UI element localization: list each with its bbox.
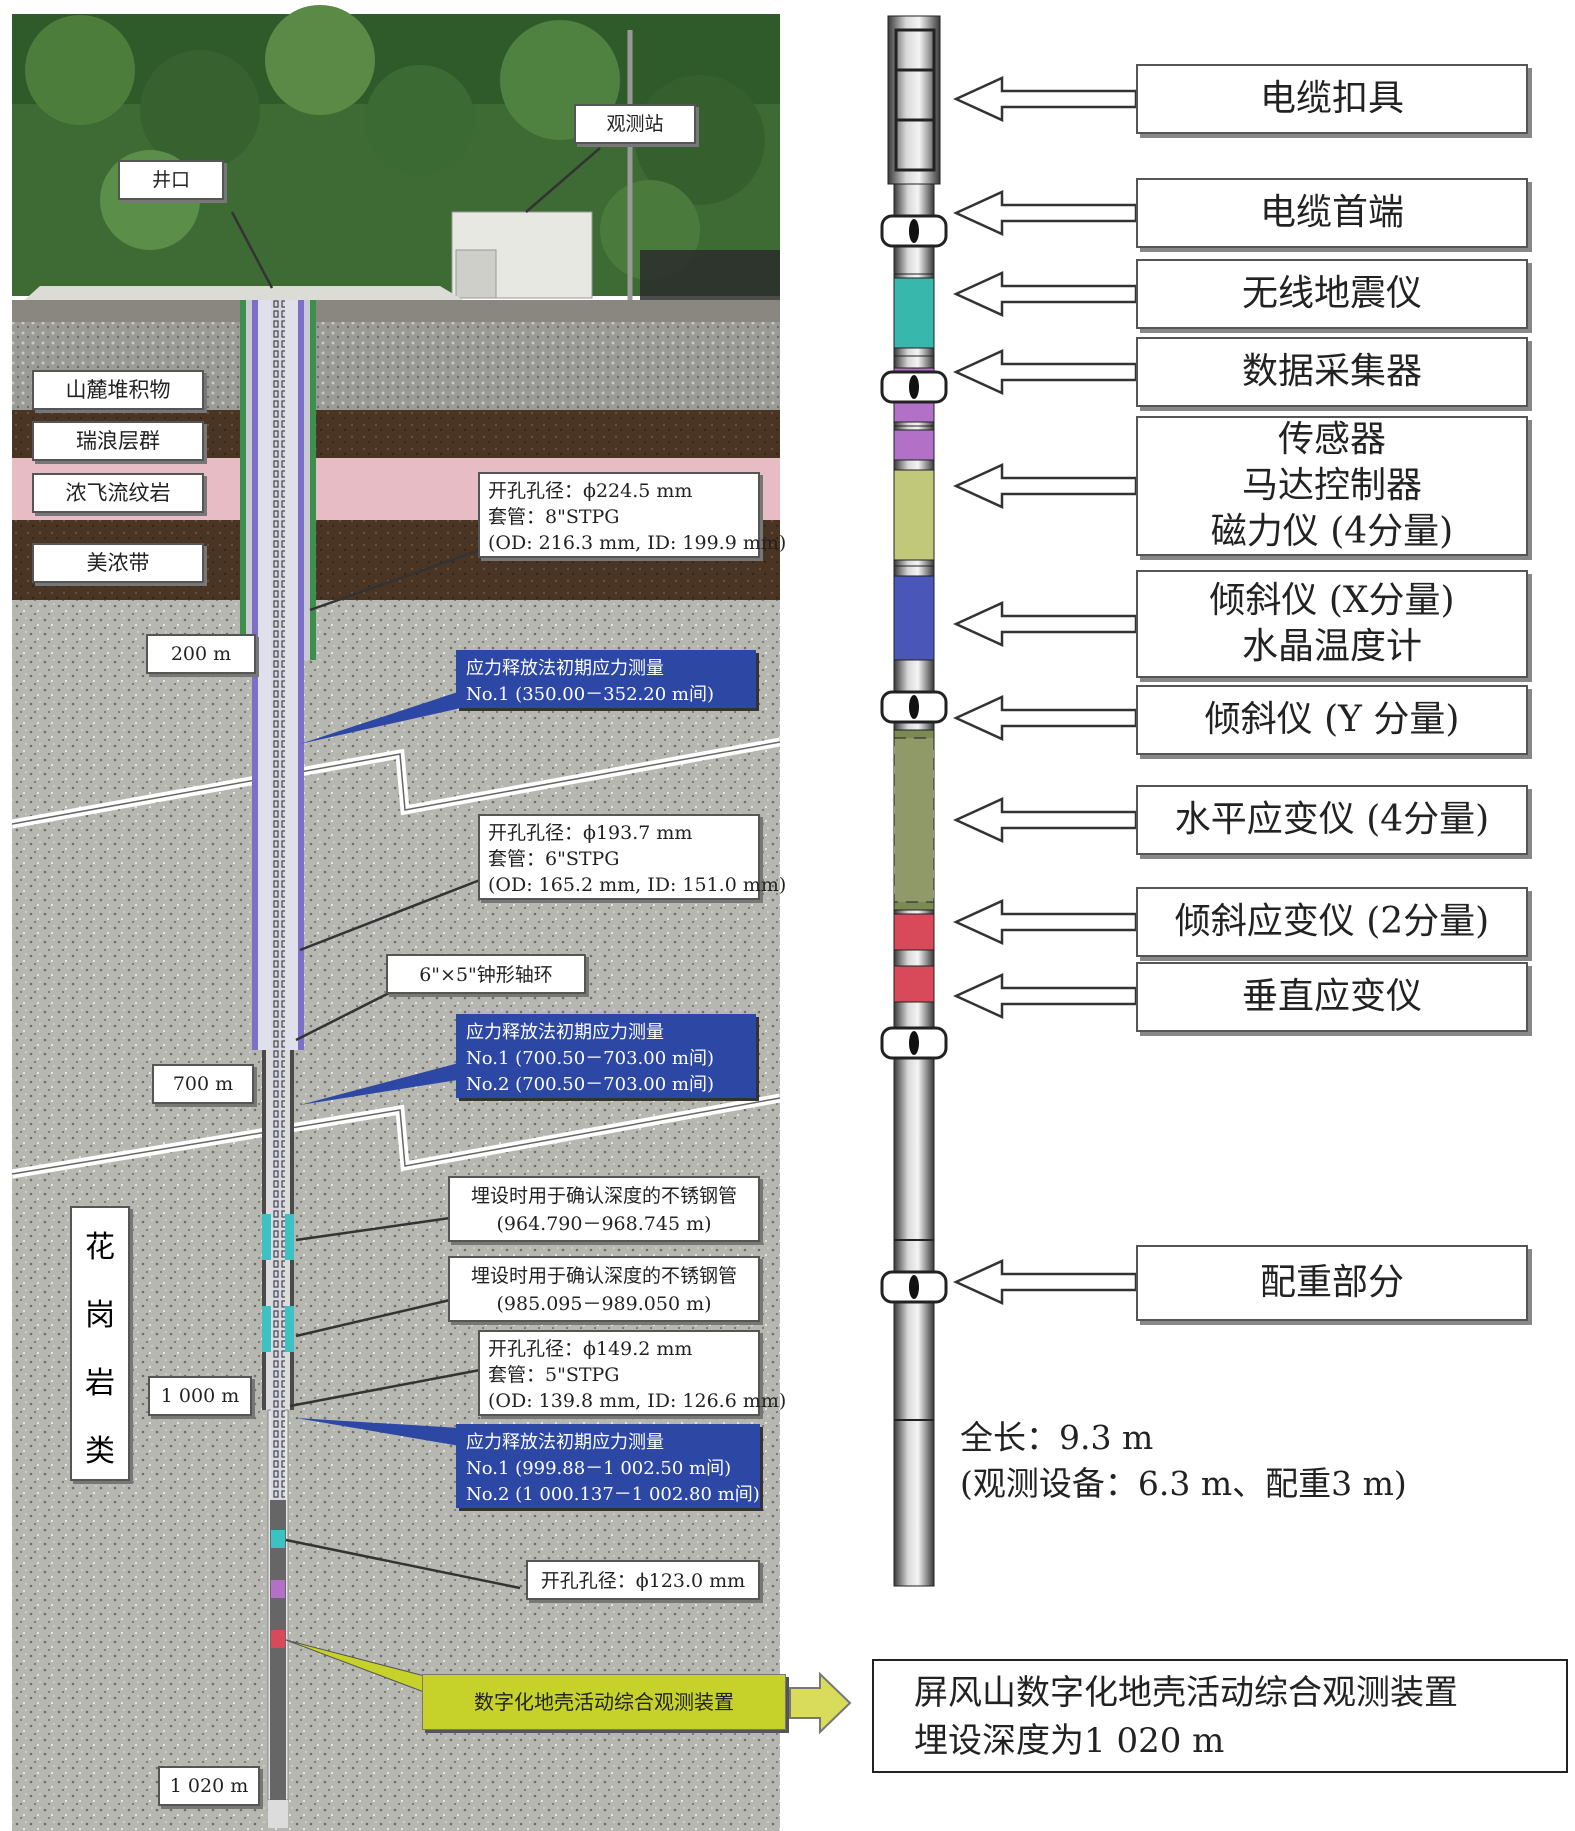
conclusion-box: 屏风山数字化地壳活动综合观测装置 埋设深度为1 020 m: [872, 1659, 1568, 1773]
layer-label-2: 浓飞流纹岩: [32, 473, 204, 513]
device-label: 数字化地壳活动综合观测装置: [422, 1674, 786, 1730]
result-arrow: [789, 1671, 852, 1735]
component-data-logger: 数据采集器: [1136, 337, 1528, 407]
bell-ring-label: 6"×5"钟形轴环: [386, 954, 586, 994]
cable: [271, 300, 285, 1500]
final-hole-label: 开孔孔径：ϕ123.0 mm: [526, 1560, 760, 1600]
layer-label-0: 山麓堆积物: [32, 370, 204, 410]
arrow-7: [952, 797, 1138, 843]
arrow-1: [952, 190, 1138, 236]
arrow-0: [952, 76, 1138, 122]
casing-spec-3: 开孔孔径：ϕ149.2 mm 套管：5"STPG (OD: 139.8 mm, …: [478, 1330, 786, 1416]
conclusion-line-1: 屏风山数字化地壳活动综合观测装置: [914, 1673, 1458, 1713]
stress-measurement-2: 应力释放法初期应力测量 No.1 (700.50－703.00 m间) No.2…: [456, 1014, 756, 1098]
component-tiltmeter-y: 倾斜仪 (Y 分量): [1136, 685, 1528, 755]
fault-line-1-edge: [11, 741, 781, 825]
steel-pipe-2: 埋设时用于确认深度的不锈钢管 (985.095－989.050 m): [448, 1256, 760, 1322]
buried-device: [270, 1500, 286, 1800]
ground-surface: [12, 300, 780, 322]
arrow-3: [952, 349, 1138, 395]
arrow-10: [952, 1259, 1138, 1305]
arrow-4: [952, 463, 1138, 509]
length-breakdown: (观测设备：6.3 m、配重3 m): [960, 1464, 1407, 1503]
component-sensor-group: 传感器 马达控制器 磁力仪 (4分量): [1136, 416, 1528, 556]
instrument-string: [880, 15, 948, 1587]
station-label: 观测站: [574, 104, 696, 144]
stress-measurement-1: 应力释放法初期应力测量 No.1 (350.00－352.20 m间): [456, 650, 756, 708]
depth-label-200: 200 m: [146, 634, 256, 674]
steel-pipe-1: 埋设时用于确认深度的不锈钢管 (964.790－968.745 m): [448, 1176, 760, 1242]
conclusion-line-2: 埋设深度为1 020 m: [914, 1721, 1225, 1761]
arrow-9: [952, 973, 1138, 1019]
granite-label: 花 岗 岩 类: [70, 1206, 130, 1481]
depth-label-1020: 1 020 m: [158, 1766, 260, 1806]
component-cable-clamp: 电缆扣具: [1136, 64, 1528, 134]
casing-spec-2: 开孔孔径：ϕ193.7 mm 套管：6"STPG (OD: 165.2 mm, …: [478, 814, 786, 900]
cable-clamp-body: [894, 28, 936, 172]
module-sensor: [893, 429, 935, 461]
component-tiltmeter-x: 倾斜仪 (X分量) 水晶温度计: [1136, 570, 1528, 678]
stress-measurement-3: 应力释放法初期应力测量 No.1 (999.88－1 002.50 m间) No…: [456, 1424, 760, 1508]
total-length: 全长：9.3 m: [960, 1418, 1154, 1457]
borehole: [240, 300, 316, 1828]
module-tilt-strain: [893, 913, 935, 951]
weight-section: [893, 1049, 935, 1587]
ground-pad: [20, 286, 470, 304]
depth-label-1000: 1 000 m: [148, 1376, 252, 1416]
component-tilt-strain: 倾斜应变仪 (2分量): [1136, 887, 1528, 957]
pointer-lines: [230, 147, 601, 1590]
component-weight: 配重部分: [1136, 1245, 1528, 1321]
module-magnetometer: [893, 469, 935, 561]
module-tiltmeter: [893, 575, 935, 661]
wellhead-label: 井口: [118, 160, 224, 200]
arrow-2: [952, 271, 1138, 317]
module-vertical-strain: [893, 965, 935, 1003]
module-seismometer: [893, 277, 935, 349]
component-arrows: [952, 76, 1138, 1305]
component-seismometer: 无线地震仪: [1136, 259, 1528, 329]
arrow-8: [952, 899, 1138, 945]
component-horizontal-strain: 水平应变仪 (4分量): [1136, 785, 1528, 855]
component-cable-head: 电缆首端: [1136, 178, 1528, 248]
blue-pointers: [296, 688, 470, 1446]
layer-label-3: 美浓带: [32, 543, 204, 583]
arrow-6: [952, 695, 1138, 741]
site-scene: [12, 5, 780, 322]
casing-spec-1: 开孔孔径：ϕ224.5 mm 套管：8"STPG (OD: 216.3 mm, …: [478, 472, 786, 558]
fault-line-2-edge: [11, 1097, 781, 1175]
layer-label-1: 瑞浪层群: [32, 421, 204, 461]
component-vertical-strain: 垂直应变仪: [1136, 962, 1528, 1032]
arrow-5: [952, 601, 1138, 647]
depth-label-700: 700 m: [152, 1064, 254, 1104]
module-strainmeter: [893, 737, 935, 903]
length-summary: 全长：9.3 m (观测设备：6.3 m、配重3 m): [960, 1415, 1407, 1507]
